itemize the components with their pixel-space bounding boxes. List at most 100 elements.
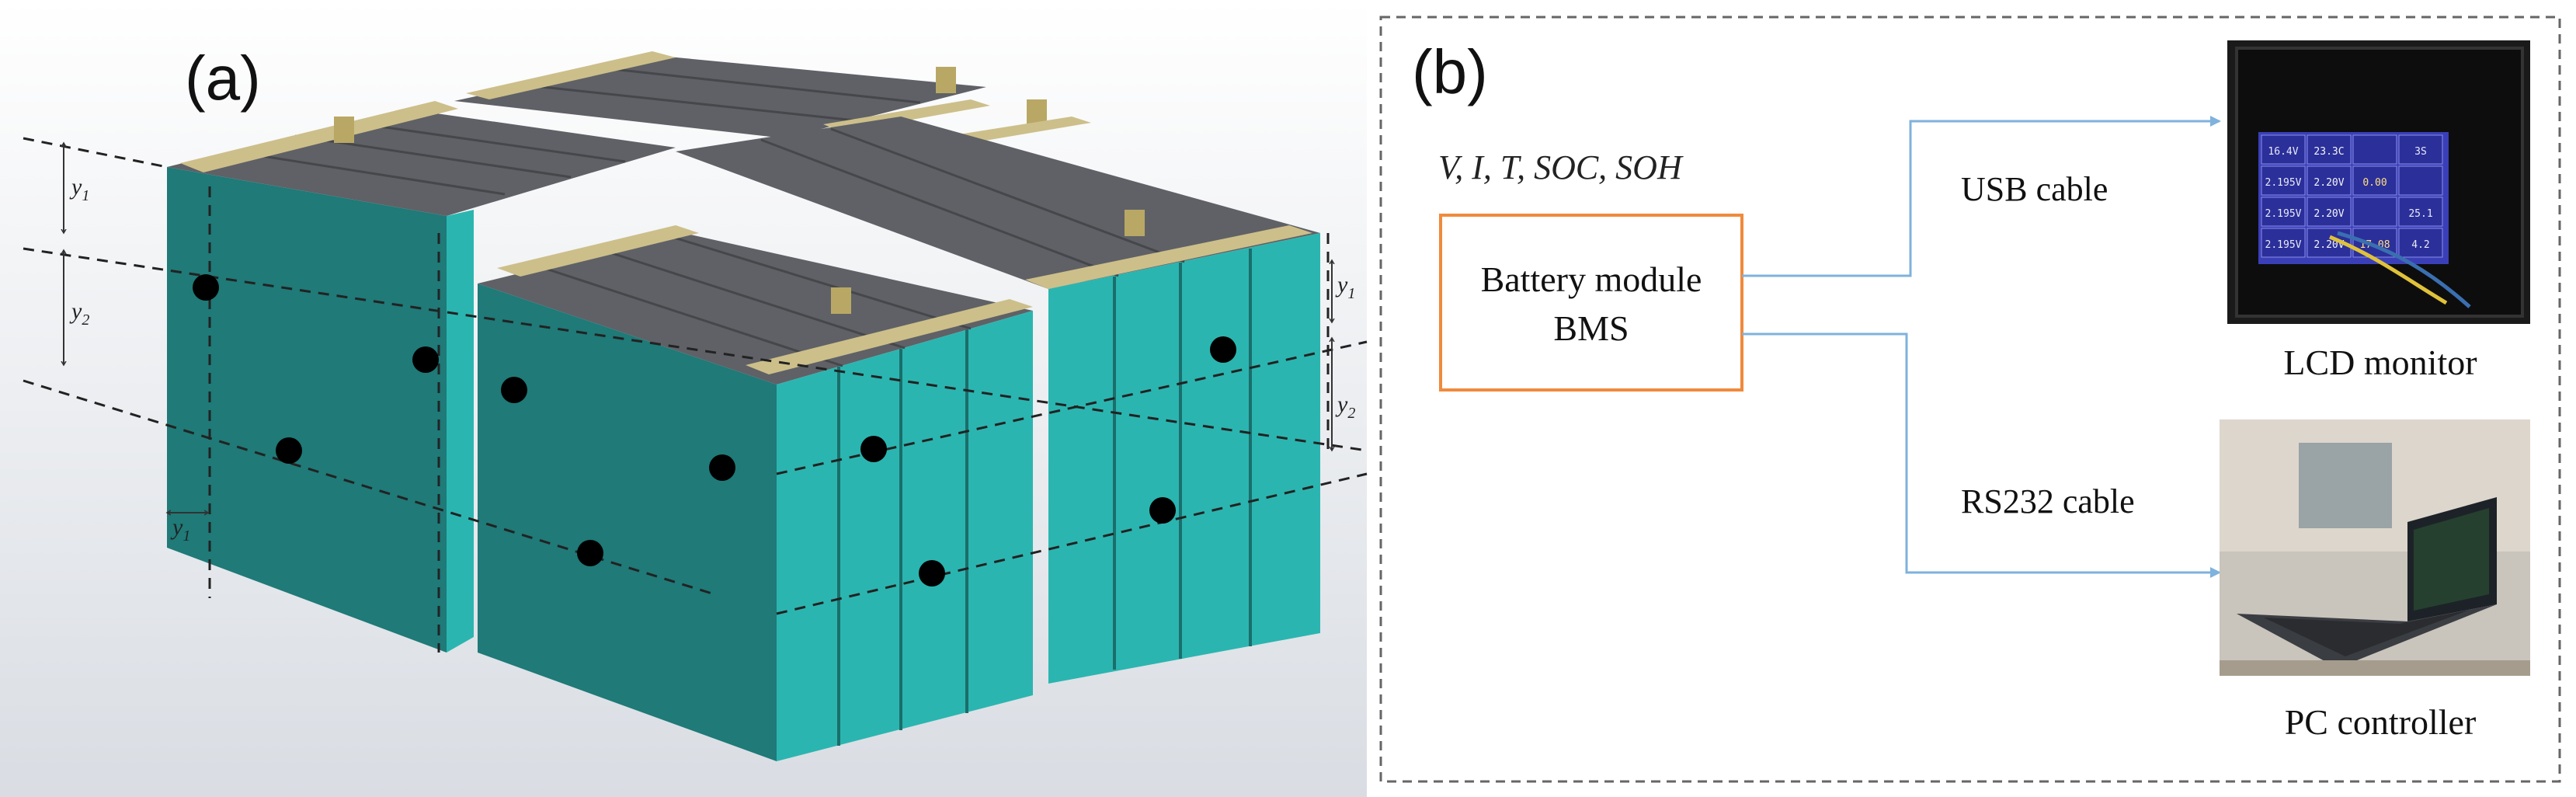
usb-cable-label: USB cable <box>1961 170 2108 208</box>
label-y1-left: y1 <box>69 174 89 204</box>
bms-box-line2: BMS <box>1553 308 1629 348</box>
terminal-tab <box>334 117 354 143</box>
cell-separator <box>605 67 921 104</box>
busbar <box>497 225 699 277</box>
busbar <box>1025 225 1312 289</box>
sensor-dot <box>501 377 527 403</box>
lcd-cell-value: 23.3C <box>2314 146 2344 158</box>
label-y2-right: y2 <box>1335 392 1355 422</box>
sensor-dot <box>709 454 735 481</box>
terminal-tab <box>1125 210 1145 236</box>
lcd-cell <box>2307 134 2352 165</box>
dimension-arrows <box>64 143 1332 513</box>
terminal-tab <box>831 287 851 314</box>
sensor-dot <box>577 540 603 566</box>
pc-equipment <box>2299 443 2392 528</box>
plane-line-upper <box>23 247 1368 452</box>
lcd-caption: LCD monitor <box>2283 343 2477 382</box>
lcd-cell <box>2352 197 2397 227</box>
label-y1-right: y1 <box>1335 272 1355 302</box>
lcd-cell-value: 2.195V <box>2265 239 2302 251</box>
lcd-cell <box>2398 197 2443 227</box>
pc-controller-photo <box>2220 419 2530 676</box>
panel-a-label: (a) <box>185 44 261 113</box>
lcd-cell-value: 4.2 <box>2411 239 2429 251</box>
lcd-grid: 16.4V 23.3C 3S 2.195V 2.20V 0.00 2.195V 2.20V 25… <box>2261 134 2443 258</box>
cell-separator <box>232 150 506 196</box>
sensor-dot <box>276 437 302 464</box>
module-side <box>447 210 474 653</box>
lcd-cell <box>2398 228 2443 258</box>
busbar <box>746 299 1033 374</box>
lcd-cell-value: 0.00 <box>2362 177 2387 189</box>
lcd-cell-value: 2.20V <box>2314 239 2344 251</box>
sensor-dot <box>1210 336 1236 363</box>
module-top <box>676 117 1320 289</box>
battery-module-right <box>676 117 1320 684</box>
laptop-keyboard <box>2264 610 2470 656</box>
cell-separator <box>609 251 906 350</box>
battery-module-back-right <box>447 51 1091 653</box>
module-top <box>478 233 1033 385</box>
usb-cable-arrow <box>1742 116 2221 277</box>
lcd-cell <box>2352 134 2397 165</box>
lcd-cell-value: 25.1 <box>2408 208 2432 220</box>
plane-line-lower <box>776 472 1368 615</box>
lcd-cell <box>2261 134 2306 165</box>
module-front <box>1048 233 1320 684</box>
lcd-cell-value: 2.195V <box>2265 208 2302 220</box>
bms-box-line1: Battery module <box>1481 259 1702 299</box>
sensor-dot <box>860 436 887 462</box>
panel-b: (b) V, I, T, SOC, SOH Battery module BMS… <box>1379 16 2561 783</box>
label-y2-left: y2 <box>69 298 89 329</box>
panel-b-label: (b) <box>1412 37 1488 106</box>
lcd-cell-value: 3S <box>2414 146 2427 158</box>
panel-a: (a) <box>0 0 1368 797</box>
battery-module-front <box>478 225 1033 761</box>
module-top <box>167 109 676 216</box>
lcd-cell <box>2398 165 2443 196</box>
busbar <box>180 101 458 172</box>
lcd-cell-value: 2.195V <box>2265 177 2302 189</box>
label-y1-left-bottom: y1 <box>170 514 190 545</box>
dimension-labels: y1 y2 y1 y1 y2 <box>69 174 1355 545</box>
panel-b-frame <box>1379 16 2561 783</box>
measured-quantities: V, I, T, SOC, SOH <box>1438 148 1684 186</box>
sensor-dot <box>193 274 219 301</box>
busbar <box>466 51 676 99</box>
module-front <box>167 167 447 653</box>
cell-separator <box>830 127 1185 263</box>
pc-table <box>2220 660 2530 676</box>
sensor-dot <box>1149 497 1176 524</box>
lcd-cable <box>2337 231 2471 308</box>
cell-separator <box>527 84 855 122</box>
laptop-screen-display <box>2414 508 2489 611</box>
lcd-cell-value: 2.20V <box>2314 208 2344 220</box>
cell-separator <box>543 266 843 367</box>
lcd-cell <box>2261 228 2306 258</box>
lcd-cell <box>2307 197 2352 227</box>
sensor-points <box>193 274 1236 586</box>
bms-box <box>1439 214 1743 392</box>
sensor-dot <box>919 560 945 586</box>
lcd-cell <box>2398 134 2443 165</box>
lcd-cell <box>2352 165 2397 196</box>
lcd-cell-value: 16.4V <box>2268 146 2298 158</box>
battery-module-back-left <box>167 101 676 653</box>
plane-line-top <box>23 137 168 169</box>
lcd-cell-value: 2.20V <box>2314 177 2344 189</box>
rs232-cable-label: RS232 cable <box>1961 482 2135 520</box>
module-side <box>777 311 1033 761</box>
lcd-cable <box>2329 235 2448 305</box>
cell-separator <box>353 121 626 163</box>
sensor-dot <box>412 346 439 373</box>
cell-separator <box>760 138 1119 277</box>
cell-separator <box>671 235 972 330</box>
pc-caption: PC controller <box>2285 702 2477 742</box>
terminal-tab <box>936 67 956 93</box>
lcd-cell <box>2261 165 2306 196</box>
lcd-monitor-photo: 16.4V 23.3C 3S 2.195V 2.20V 0.00 2.195V 2.20V 25… <box>2227 40 2530 324</box>
rs232-cable-arrow <box>1742 332 2221 578</box>
lcd-cell <box>2307 165 2352 196</box>
